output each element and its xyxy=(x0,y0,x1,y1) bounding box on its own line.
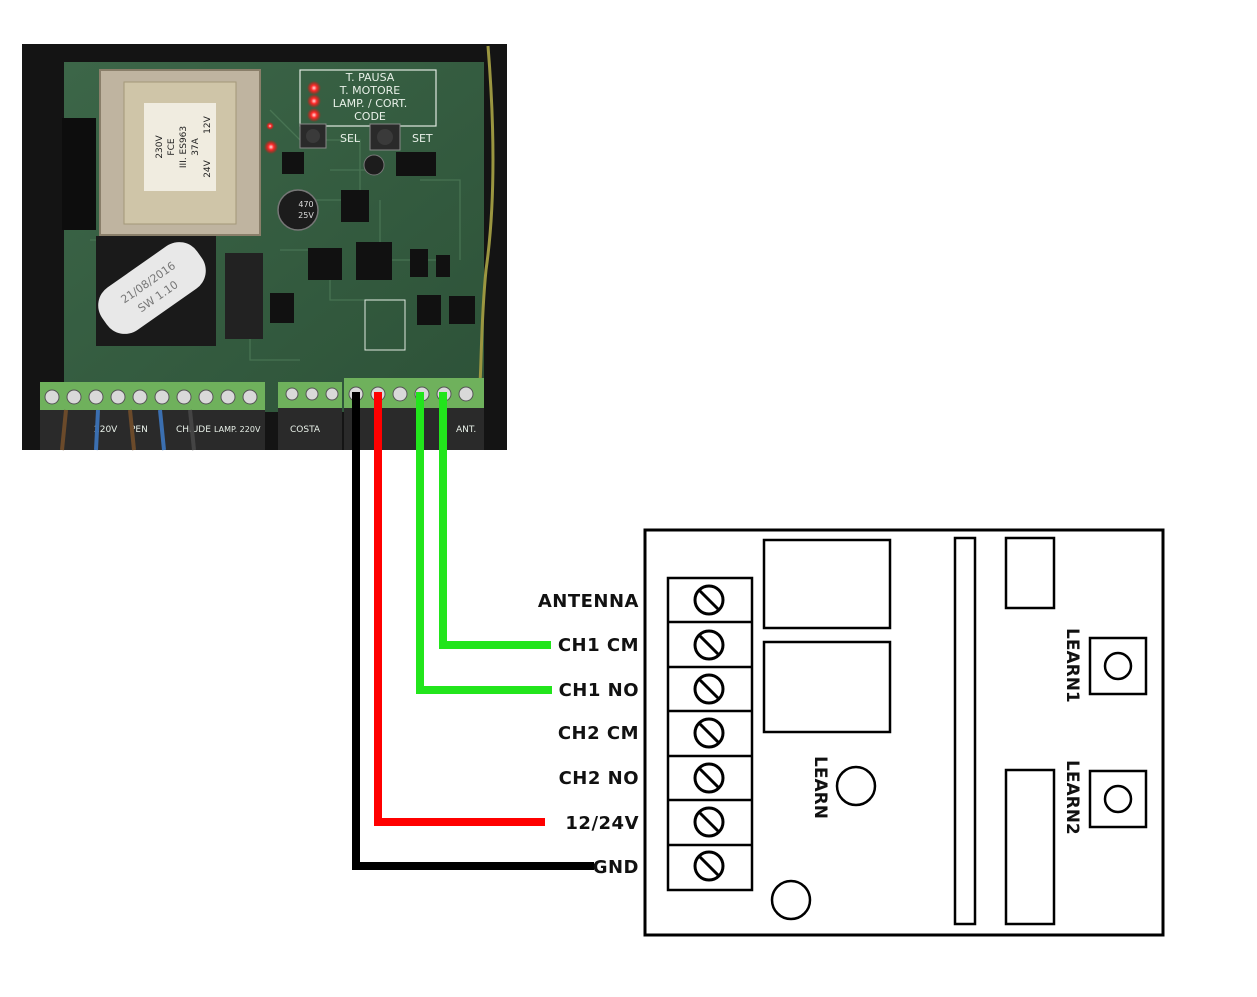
receiver-relay-2 xyxy=(762,640,892,734)
pcb-label-lamp: LAMP. / CORT. xyxy=(333,97,408,110)
wire-ch1-no xyxy=(416,392,552,694)
label-12-24v: 12/24V xyxy=(565,813,639,834)
learn2-button xyxy=(1088,769,1148,829)
learn-led xyxy=(835,765,877,807)
pcb-bottom-lamp: LAMP. 220V xyxy=(214,425,261,434)
transformer-text-1: 230V xyxy=(155,134,165,158)
pcb-bottom-220v: 220V xyxy=(94,425,118,435)
pcb-bottom-ant: ANT. xyxy=(456,425,476,435)
capacitor-voltage: 25V xyxy=(298,211,314,220)
pcb-leds xyxy=(264,81,321,154)
pcb-set-label: SET xyxy=(412,132,433,145)
wire-12-24v xyxy=(374,392,545,826)
label-ch2-cm: CH2 CM xyxy=(558,723,639,744)
wires xyxy=(352,392,594,870)
controller-board-photo: T. PAUSA T. MOTORE LAMP. / CORT. CODE SE… xyxy=(22,44,507,451)
relay-right xyxy=(225,253,263,339)
transformer-text-5: 24V xyxy=(203,159,213,177)
pcb-set-button: SET xyxy=(369,123,433,151)
screw-12-24v xyxy=(693,806,725,838)
learn1-label: LEARN1 xyxy=(1062,628,1082,703)
pcb-silkscreen-box: T. PAUSA T. MOTORE LAMP. / CORT. CODE xyxy=(299,69,437,127)
terminal-strip-bottom: 220V PEN CHIUDE LAMP. 220V COSTA ANT. xyxy=(40,378,484,450)
receiver-strip xyxy=(953,536,977,926)
learn1-button xyxy=(1088,636,1148,696)
screw-antenna xyxy=(693,584,725,616)
label-ch2-no: CH2 NO xyxy=(559,768,639,789)
capacitor-value: 470 xyxy=(298,200,313,209)
earth-wire xyxy=(476,45,495,411)
learn2-label: LEARN2 xyxy=(1062,760,1082,835)
pcb-label-motore: T. MOTORE xyxy=(339,84,401,97)
terminal-screws xyxy=(693,584,725,882)
label-gnd: GND xyxy=(593,857,639,878)
capacitor: 470 25V xyxy=(277,154,385,231)
pcb-bottom-costa: COSTA xyxy=(290,425,321,435)
receiver-relay-1 xyxy=(762,538,892,630)
side-connector xyxy=(62,118,96,230)
transformer: 230V FCE III. ES963 37A 24V 12V xyxy=(99,69,261,236)
pcb-ics xyxy=(270,152,475,325)
pcb-sel-button: SEL xyxy=(299,123,361,149)
screw-ch1-no xyxy=(693,673,725,705)
transformer-text-3: III. ES963 xyxy=(179,126,189,168)
learn-label: LEARN xyxy=(810,756,830,819)
label-ch1-no: CH1 NO xyxy=(559,680,639,701)
terminal-labels: ANTENNA CH1 CM CH1 NO CH2 CM CH2 NO 12/2… xyxy=(538,591,639,878)
pcb-bottom-pen: PEN xyxy=(130,425,148,435)
screw-gnd xyxy=(693,850,725,882)
label-antenna: ANTENNA xyxy=(538,591,639,612)
screw-ch1-cm xyxy=(693,629,725,661)
label-ch1-cm: CH1 CM xyxy=(558,635,639,656)
relay-outline xyxy=(364,299,406,351)
receiver-module: LEARN LEARN1 LEARN2 xyxy=(643,528,1165,937)
receiver-hole xyxy=(770,879,812,921)
transformer-text-2: FCE xyxy=(167,138,177,155)
receiver-component-bottom xyxy=(1004,768,1056,926)
transformer-text-4: 37A xyxy=(191,137,201,155)
screw-ch2-cm xyxy=(693,717,725,749)
mains-wires xyxy=(60,409,196,451)
wire-ch1-cm xyxy=(439,392,551,649)
pcb-sel-label: SEL xyxy=(340,132,361,145)
pcb-label-code: CODE xyxy=(354,110,386,123)
receiver-component-top xyxy=(1004,536,1056,610)
screw-ch2-no xyxy=(693,762,725,794)
transformer-text-6: 12V xyxy=(203,115,213,133)
wire-gnd xyxy=(352,392,594,870)
pcb-label-pausa: T. PAUSA xyxy=(345,71,395,84)
